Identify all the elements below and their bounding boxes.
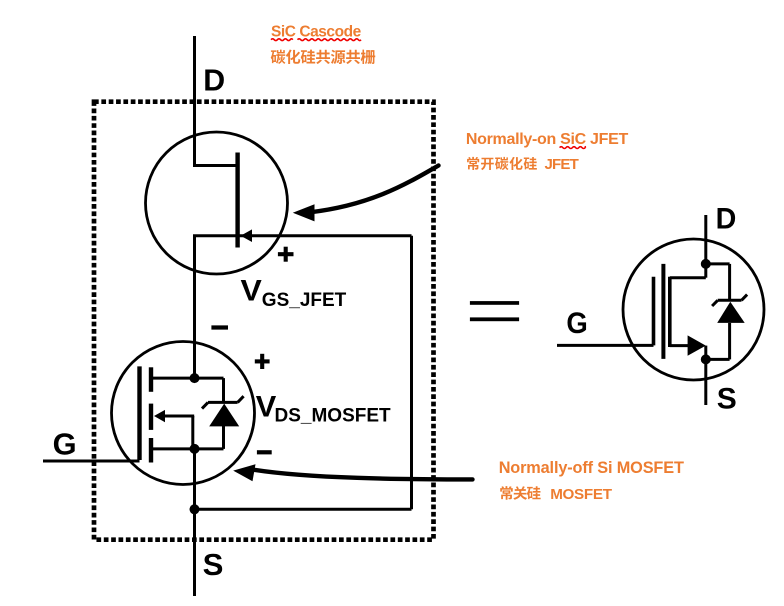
svg-text:SiC Cascode: SiC Cascode	[271, 23, 362, 40]
svg-text:DS_MOSFET: DS_MOSFET	[275, 405, 392, 426]
svg-text:Normally-on SiC JFET: Normally-on SiC JFET	[466, 131, 629, 148]
svg-text:Normally-off Si MOSFET: Normally-off Si MOSFET	[499, 459, 684, 477]
svg-text:MOSFET: MOSFET	[550, 486, 613, 503]
svg-text:S: S	[203, 547, 224, 582]
svg-text:D: D	[203, 63, 225, 98]
svg-text:JFET: JFET	[545, 156, 579, 173]
svg-text:G: G	[53, 427, 77, 462]
svg-text:S: S	[717, 383, 737, 416]
svg-text:GS_JFET: GS_JFET	[262, 290, 347, 311]
svg-text:V: V	[256, 391, 276, 424]
svg-text:V: V	[241, 275, 262, 308]
svg-text:G: G	[566, 307, 587, 340]
svg-text:D: D	[716, 203, 737, 236]
